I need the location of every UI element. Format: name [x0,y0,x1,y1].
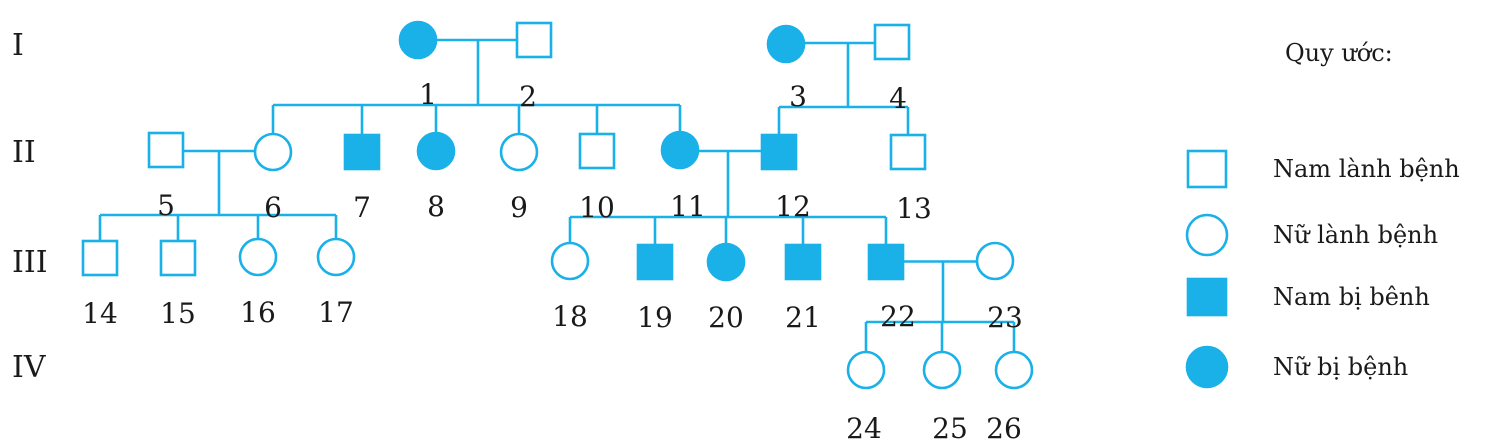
legend-unaffected-female-icon [1185,213,1229,257]
individual-label-24: 24 [846,412,882,445]
affected-female-3 [766,24,806,64]
affected-female-20 [706,242,746,282]
unaffected-female-17 [316,237,356,277]
individual-label-21: 21 [785,301,821,334]
unaffected-male-5 [147,131,185,169]
individual-label-18: 18 [552,300,588,333]
legend-label-1: Nữ lành bệnh [1273,221,1438,249]
individual-label-13: 13 [896,192,932,225]
individual-label-1: 1 [419,78,437,111]
unaffected-male-13 [889,133,927,171]
individual-label-17: 17 [318,296,354,329]
unaffected-female-16 [238,237,278,277]
individual-label-7: 7 [353,191,371,224]
legend-affected-female-icon [1185,345,1229,389]
generation-label-i: I [12,28,24,63]
pedigree-symbols [81,20,1034,390]
unaffected-male-4 [873,23,911,61]
individual-label-15: 15 [160,297,196,330]
individual-label-14: 14 [82,297,118,330]
individual-label-25: 25 [932,412,968,445]
individual-label-16: 16 [240,296,276,329]
individual-label-6: 6 [264,191,282,224]
affected-male-7 [343,133,381,171]
individual-label-20: 20 [708,301,744,334]
affected-male-22 [867,243,905,281]
unaffected-female-25 [922,350,962,390]
individual-label-5: 5 [157,189,175,222]
affected-female-1 [398,20,438,60]
affected-male-21 [784,243,822,281]
individual-label-22: 22 [880,300,916,333]
individual-label-19: 19 [637,301,673,334]
affected-male-12 [760,133,798,171]
affected-female-11 [660,130,700,170]
legend-affected-male-icon [1186,277,1228,317]
legend-title: Quy ước: [1285,39,1393,67]
unaffected-male-2 [515,21,553,59]
unaffected-female-26 [994,350,1034,390]
generation-label-iii: III [12,245,48,280]
individual-label-2: 2 [519,80,537,113]
legend-label-2: Nam bị bênh [1273,283,1430,311]
individual-label-8: 8 [427,190,445,223]
unaffected-female-24 [846,350,886,390]
legend-label-3: Nữ bị bệnh [1273,353,1408,381]
affected-male-19 [636,243,674,281]
individual-label-26: 26 [986,412,1022,445]
individual-label-12: 12 [775,190,811,223]
individual-label-11: 11 [670,190,706,223]
unaffected-female-6 [253,132,293,172]
individual-label-4: 4 [889,82,907,115]
unaffected-female-18 [550,241,590,281]
legend-label-0: Nam lành bệnh [1273,155,1460,183]
unaffected-male-10 [578,132,616,170]
individual-label-3: 3 [789,80,807,113]
unaffected-male-15 [159,239,197,277]
unaffected-female-23 [975,241,1015,281]
individual-label-23: 23 [987,301,1023,334]
generation-label-ii: II [12,135,36,170]
legend-unaffected-male-icon [1186,149,1228,189]
affected-female-8 [416,131,456,171]
unaffected-male-14 [81,239,119,277]
individual-label-10: 10 [579,191,615,224]
pedigree-lines [98,38,1016,352]
unaffected-female-9 [499,132,539,172]
generation-label-iv: IV [12,350,47,385]
individual-label-9: 9 [510,191,528,224]
